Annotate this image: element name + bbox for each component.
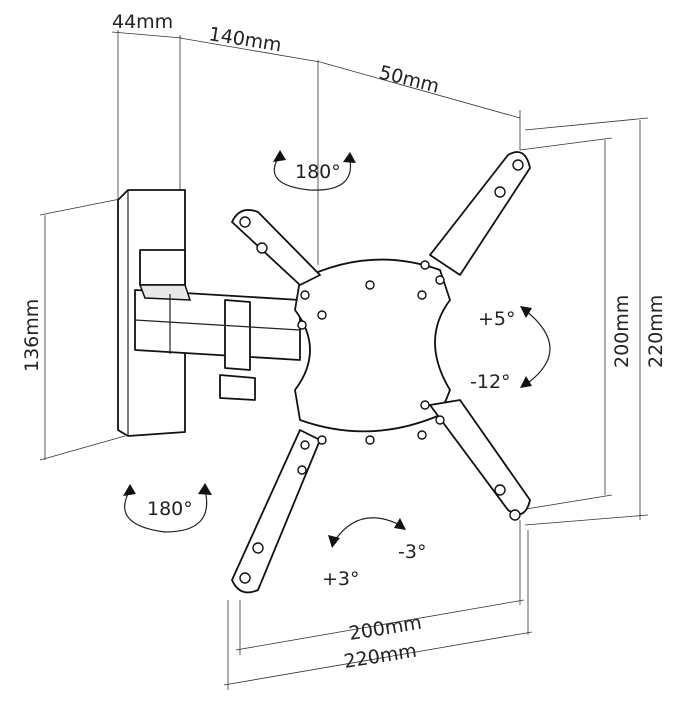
label-44mm: 44mm xyxy=(112,11,173,33)
label-level-plus: +3° xyxy=(322,568,360,590)
label-tilt-up: +5° xyxy=(478,308,516,330)
label-level-minus: -3° xyxy=(398,541,426,563)
vesa-plate xyxy=(231,151,531,594)
dimension-lines xyxy=(39,30,649,690)
label-140mm: 140mm xyxy=(207,23,283,56)
label-136mm: 136mm xyxy=(21,299,43,372)
label-220mm-vertical: 220mm xyxy=(645,295,667,368)
label-tilt-down: -12° xyxy=(470,371,511,393)
label-rotation-bottom: 180° xyxy=(147,498,193,520)
swing-arm xyxy=(134,249,301,401)
label-rotation-top: 180° xyxy=(295,161,341,183)
rotation-arrows xyxy=(123,150,551,548)
label-50mm: 50mm xyxy=(377,62,442,98)
label-220mm-horizontal: 220mm xyxy=(342,640,418,673)
label-200mm-vertical: 200mm xyxy=(611,295,633,368)
